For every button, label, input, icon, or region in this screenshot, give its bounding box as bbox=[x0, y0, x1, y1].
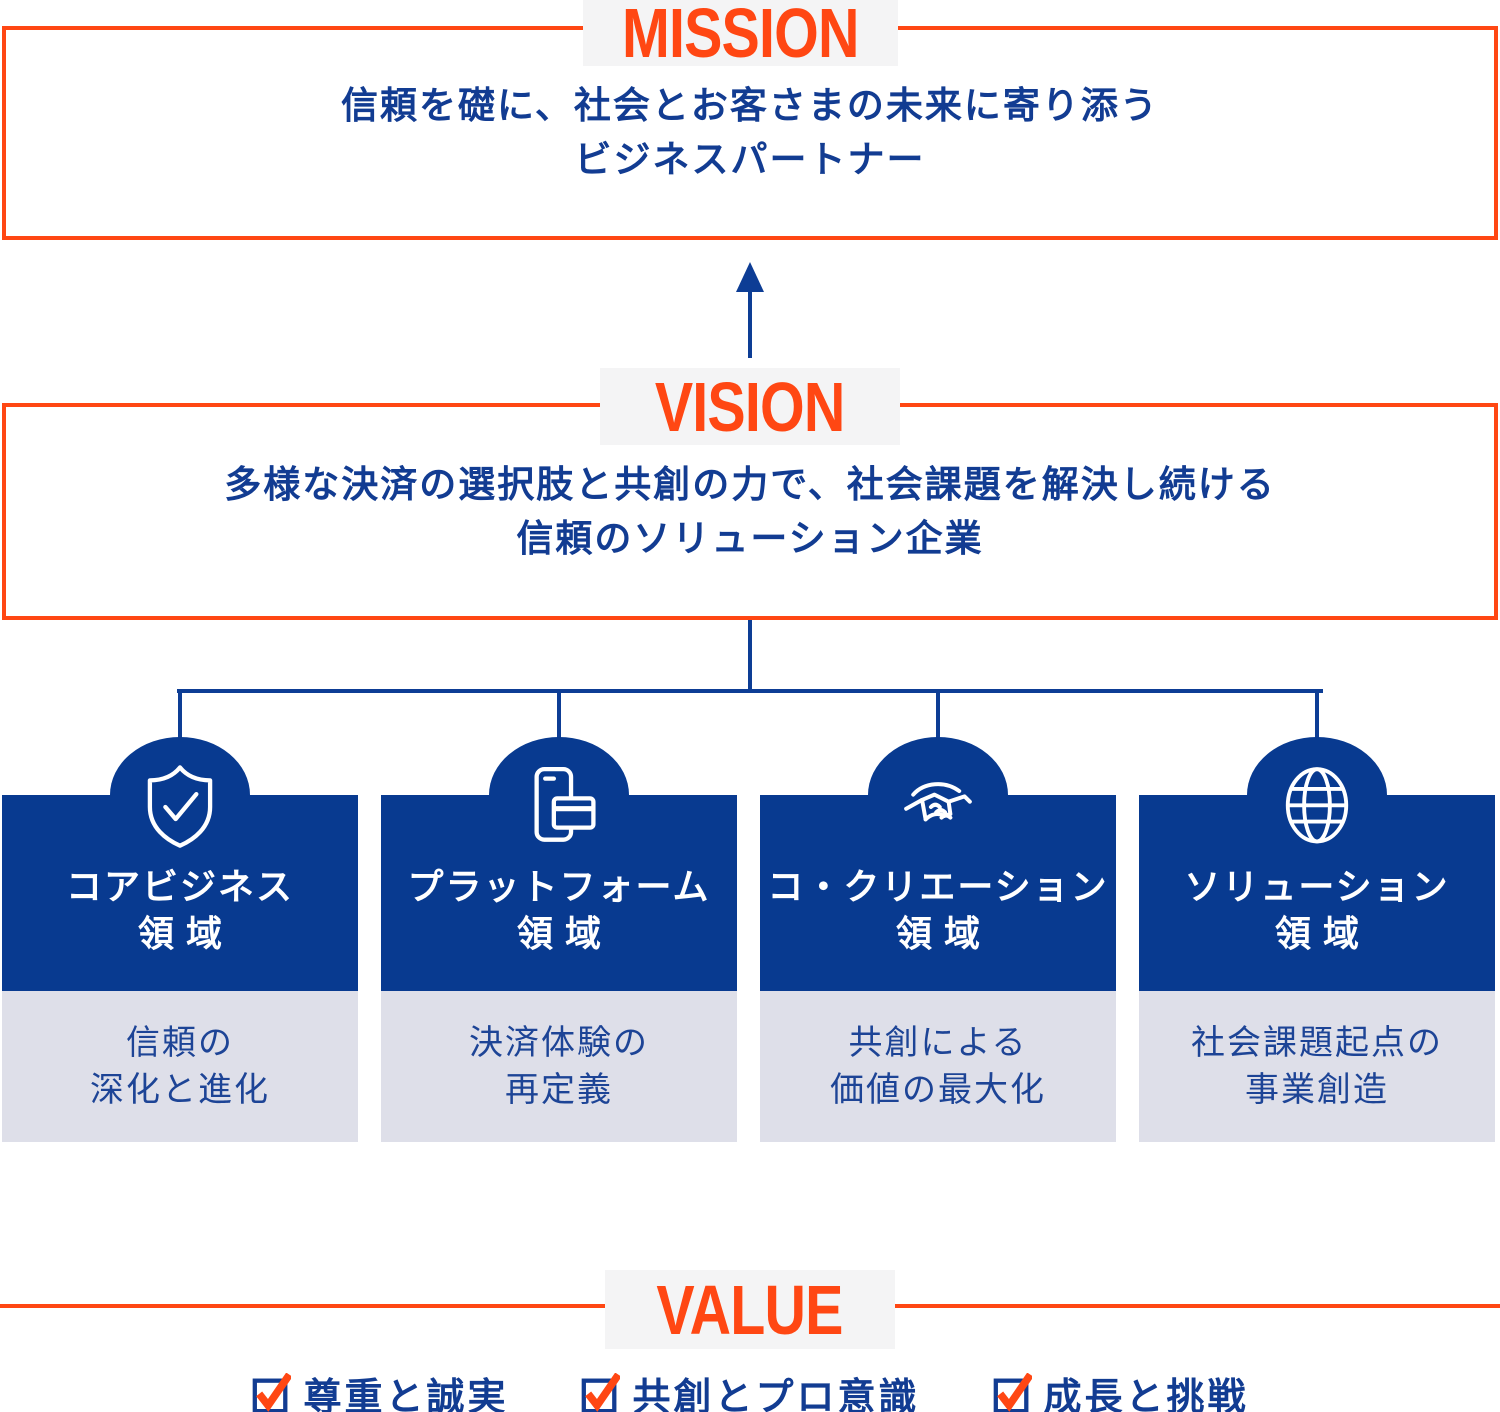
value-item-label: 共創とプロ意識 bbox=[632, 1377, 920, 1412]
card-title: プラットフォーム 領域 bbox=[381, 863, 737, 957]
mission-statement-line1: 信頼を礎に、社会とお客さまの未来に寄り添う bbox=[341, 85, 1159, 126]
value-label-text: VALUE bbox=[656, 1270, 844, 1349]
mission-label: MISSION bbox=[583, 0, 898, 72]
vision-label: VISION bbox=[600, 367, 900, 446]
card-title: コ・クリエーション 領域 bbox=[760, 863, 1116, 957]
domain-card-core-business: コアビジネス 領域 信頼の 深化と進化 bbox=[2, 737, 358, 1142]
value-item-label: 成長と挑戦 bbox=[1043, 1377, 1249, 1412]
globe-icon bbox=[1274, 761, 1360, 853]
card-header bbox=[760, 795, 1116, 991]
domain-card-platform: プラットフォーム 領域 決済体験の 再定義 bbox=[381, 737, 737, 1142]
card-header bbox=[2, 795, 358, 991]
value-item-growth: 成長と挑戦 bbox=[992, 1366, 1249, 1412]
card-body: 信頼の 深化と進化 bbox=[2, 991, 358, 1142]
card-body-line1: 信頼の bbox=[126, 1023, 234, 1062]
domain-card-solution: ソリューション 領域 社会課題起点の 事業創造 bbox=[1139, 737, 1495, 1142]
vision-statement-line1: 多様な決済の選択肢と共創の力で、社会課題を解決し続ける bbox=[224, 463, 1276, 505]
card-title-line2: 領域 bbox=[1274, 913, 1371, 954]
card-title-line1: コ・クリエーション bbox=[767, 866, 1109, 907]
value-item-respect: 尊重と誠実 bbox=[251, 1366, 508, 1412]
connector-stub-4 bbox=[1315, 691, 1319, 741]
card-title-line2: 領域 bbox=[516, 913, 613, 954]
connector-vision-drop bbox=[748, 620, 752, 691]
up-arrow-icon bbox=[736, 262, 764, 292]
card-title-line2: 領域 bbox=[137, 913, 234, 954]
vision-statement-line2: 信頼のソリューション企業 bbox=[516, 517, 984, 559]
card-header bbox=[1139, 795, 1495, 991]
checkbox-check-icon bbox=[992, 1372, 1032, 1412]
smartphone-card-icon bbox=[516, 761, 602, 853]
domain-card-co-creation: コ・クリエーション 領域 共創による 価値の最大化 bbox=[760, 737, 1116, 1142]
card-body-line2: 再定義 bbox=[505, 1070, 613, 1109]
up-arrow-shaft bbox=[748, 288, 752, 358]
shield-check-icon bbox=[137, 761, 223, 853]
card-body-line2: 事業創造 bbox=[1245, 1070, 1389, 1109]
value-item-label: 尊重と誠実 bbox=[303, 1377, 509, 1412]
card-title-line1: コアビジネス bbox=[65, 866, 294, 907]
vision-label-text: VISION bbox=[655, 367, 845, 446]
value-items-row: 尊重と誠実 共創とプロ意識 成長と挑戦 bbox=[0, 1366, 1500, 1412]
card-body: 決済体験の 再定義 bbox=[381, 991, 737, 1142]
connector-stub-3 bbox=[936, 691, 940, 741]
mission-label-text: MISSION bbox=[622, 0, 859, 72]
card-body-line2: 深化と進化 bbox=[90, 1070, 270, 1109]
checkbox-check-icon bbox=[580, 1372, 621, 1412]
handshake-icon bbox=[892, 761, 984, 853]
value-label: VALUE bbox=[605, 1270, 895, 1349]
card-body-line1: 社会課題起点の bbox=[1191, 1023, 1443, 1062]
card-body-line1: 決済体験の bbox=[469, 1023, 649, 1062]
card-title: ソリューション 領域 bbox=[1139, 863, 1495, 957]
card-title-line1: ソリューション bbox=[1184, 866, 1450, 907]
mission-statement-line2: ビジネスパートナー bbox=[574, 139, 926, 180]
card-title-line1: プラットフォーム bbox=[407, 866, 711, 907]
connector-horizontal bbox=[177, 689, 1323, 693]
connector-stub-2 bbox=[557, 691, 561, 741]
card-body-line2: 価値の最大化 bbox=[830, 1070, 1046, 1109]
card-body-line1: 共創による bbox=[848, 1023, 1028, 1062]
connector-stub-1 bbox=[178, 691, 182, 741]
checkbox-check-icon bbox=[251, 1372, 292, 1412]
value-item-co-creation: 共創とプロ意識 bbox=[580, 1366, 919, 1412]
card-body: 社会課題起点の 事業創造 bbox=[1139, 991, 1495, 1142]
card-body: 共創による 価値の最大化 bbox=[760, 991, 1116, 1142]
card-title: コアビジネス 領域 bbox=[2, 863, 358, 957]
card-title-line2: 領域 bbox=[895, 913, 992, 954]
